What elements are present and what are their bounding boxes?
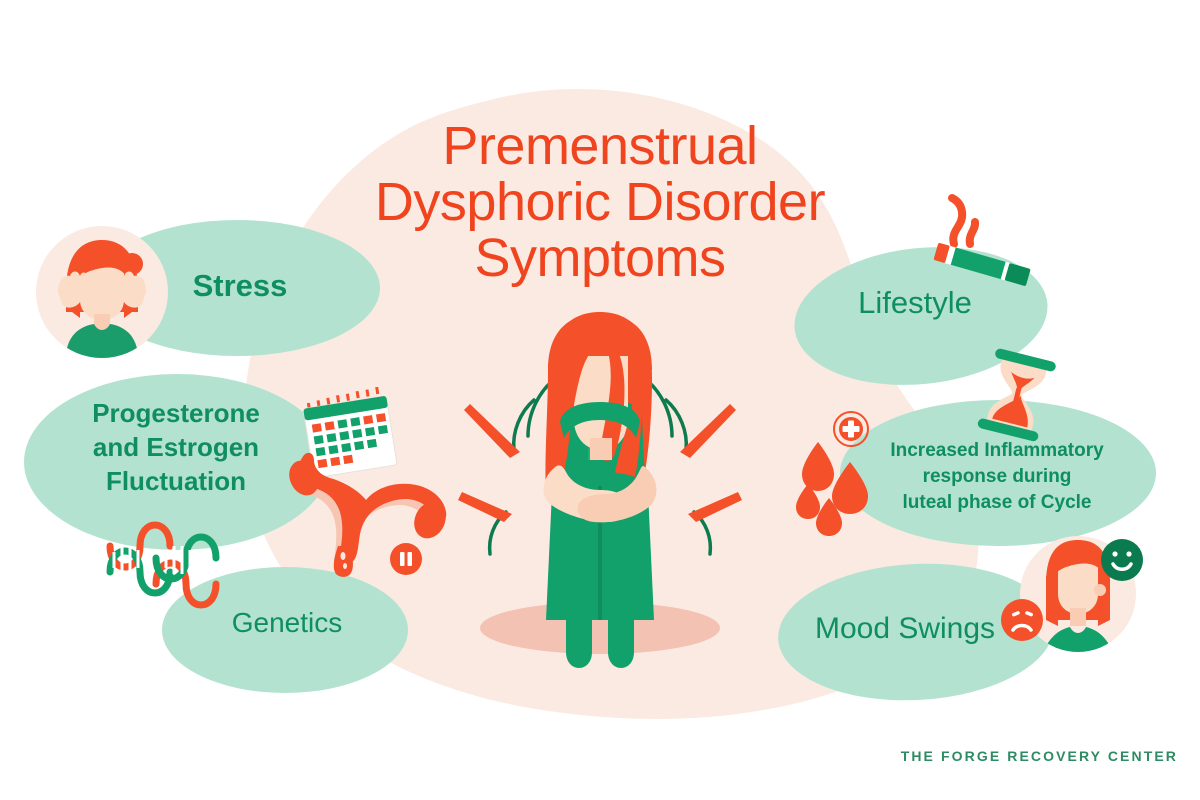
calendar-icon [303, 386, 398, 479]
blob-progesterone [24, 374, 330, 550]
title-line-1: Premenstrual [442, 116, 758, 176]
cigarette-smoking-icon [933, 194, 1031, 286]
blob-inflammatory [840, 400, 1156, 546]
woman-mood-faces-icon [1001, 536, 1143, 652]
label-lifestyle: Lifestyle [858, 285, 972, 320]
title-line-2: Dysphoric Disorder [374, 172, 826, 232]
dna-helix-icon [106, 521, 220, 609]
page-title: Premenstrual Dysphoric Disorder Symptoms [300, 118, 900, 286]
hourglass-icon [977, 348, 1056, 442]
brand-wordmark: THE FORGE RECOVERY CENTER [900, 748, 1178, 764]
label-inflammatory-line-1: Increased Inflammatory [890, 440, 1104, 461]
title-line-3: Symptoms [474, 228, 726, 288]
label-progesterone: Progesterone and Estrogen Fluctuation [40, 396, 312, 498]
label-stress: Stress [192, 268, 288, 303]
label-genetics: Genetics [231, 607, 343, 638]
label-inflammatory-response: Increased Inflammatory response during l… [852, 438, 1142, 516]
pause-icon [390, 543, 422, 575]
label-progesterone-line-2: and Estrogen [92, 432, 260, 462]
label-progesterone-line-3: Fluctuation [105, 466, 247, 496]
blob-genetics [162, 567, 408, 693]
label-progesterone-line-1: Progesterone [92, 398, 260, 428]
blob-stress [94, 220, 380, 356]
woman-holding-head-icon [36, 226, 168, 358]
medical-cross-icon [833, 411, 869, 447]
seated-woman-hugging-knees-icon [458, 312, 742, 668]
label-inflammatory-line-2: response during [922, 466, 1072, 487]
label-mood-swings: Mood Swings [814, 612, 996, 645]
label-inflammatory-line-3: luteal phase of Cycle [902, 492, 1092, 513]
blob-lifestyle [794, 247, 1048, 385]
uterus-bleeding-icon [289, 452, 447, 577]
blood-drops-icon [796, 442, 868, 536]
blob-mood-swings [778, 563, 1054, 701]
